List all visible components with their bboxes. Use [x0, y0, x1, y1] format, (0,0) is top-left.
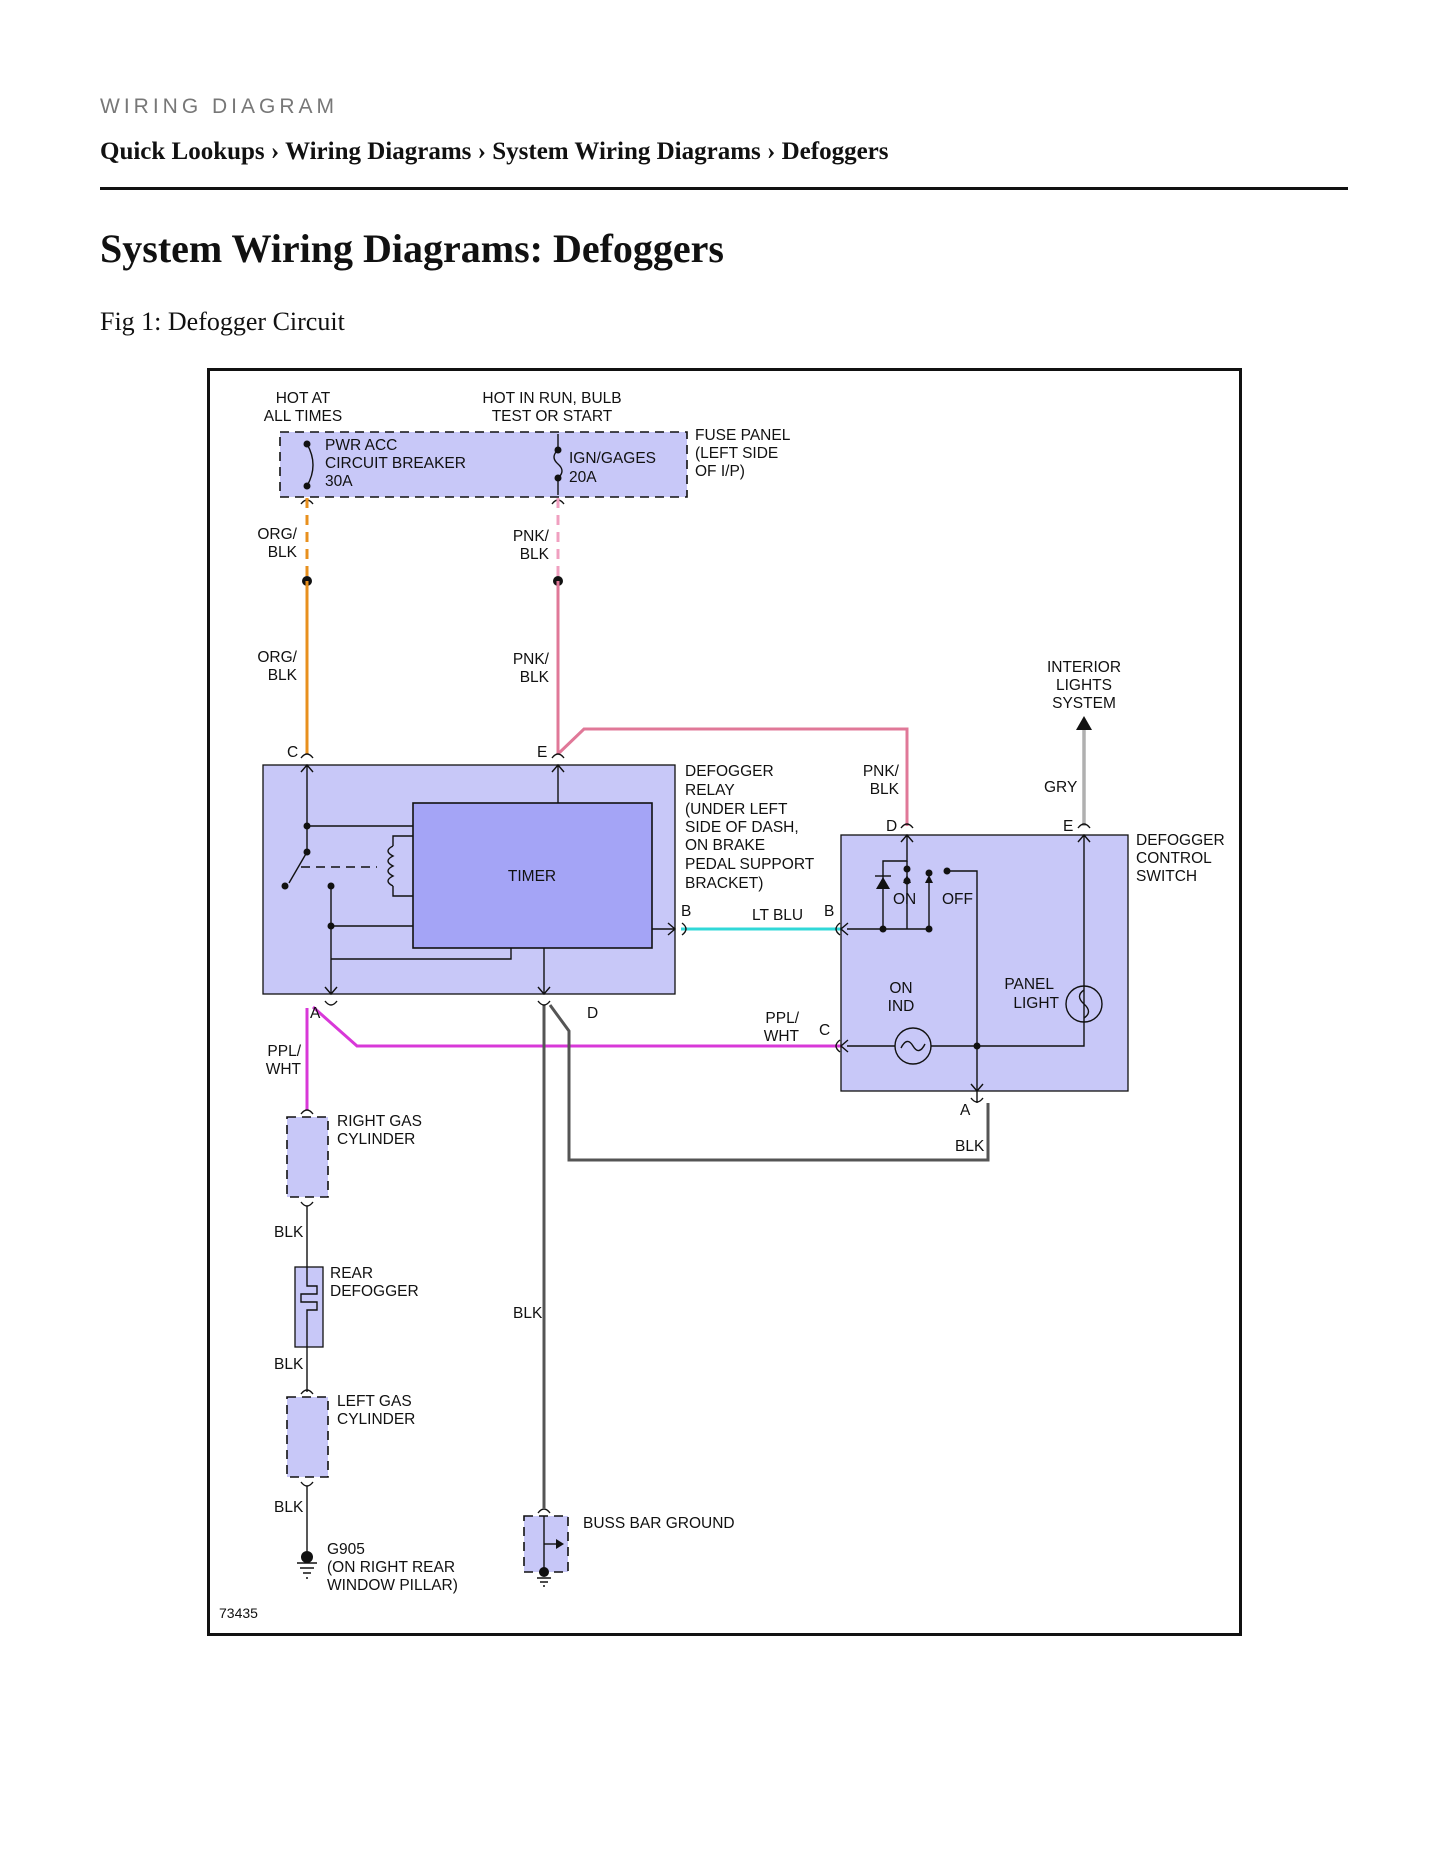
diode-icon [876, 877, 890, 889]
breadcrumb-separator: › [767, 138, 776, 165]
defogger-control-switch [839, 833, 1129, 1103]
switch-pin-c: C [819, 1022, 830, 1039]
breadcrumb-separator: › [477, 138, 486, 165]
right-gas-cylinder [286, 1109, 329, 1207]
buss-bar-ground-label: BUSS BAR GROUND [583, 1515, 735, 1532]
relay-pin-a: A [310, 1005, 321, 1022]
relay-coil-icon [387, 835, 413, 897]
defogger-relay-label: DEFOGGER RELAY (UNDER LEFT SIDE OF DASH,… [685, 763, 818, 892]
figure-number: 73435 [219, 1605, 258, 1621]
switch-off-arrow-icon [925, 875, 933, 883]
breadcrumb: Quick Lookups › Wiring Diagrams › System… [100, 138, 889, 166]
wire-blk-switch-ground [548, 1004, 990, 1162]
fuse-icon [553, 434, 563, 495]
rear-defogger [294, 1266, 324, 1348]
timer-label: TIMER [508, 868, 556, 885]
wire-label-pnk-blk-upper: PNK/BLK [513, 528, 550, 563]
breadcrumb-item-system-wiring-diagrams[interactable]: System Wiring Diagrams [492, 138, 761, 165]
ground-icon [297, 1551, 317, 1579]
wire-label-blk-3: BLK [274, 1499, 304, 1516]
left-gas-cylinder [286, 1389, 329, 1487]
defogger-relay [262, 763, 677, 996]
wire-pnk-blk [553, 498, 909, 826]
wire-label-blk-2: BLK [274, 1356, 304, 1373]
wire-label-ppl-wht-right: PPL/WHT [764, 1010, 800, 1045]
relay-pin-e: E [537, 744, 547, 761]
wire-label-blk-relay: BLK [513, 1305, 543, 1322]
switch-pin-a: A [960, 1102, 971, 1119]
circuit-breaker-icon [303, 440, 314, 490]
breadcrumb-item-defoggers[interactable]: Defoggers [781, 138, 889, 165]
wire-gry [1076, 716, 1092, 826]
buss-bar-ground [523, 1508, 569, 1587]
page-title: System Wiring Diagrams: Defoggers [100, 226, 724, 271]
switch-off-label: OFF [942, 891, 973, 908]
wire-ppl-wht [312, 1005, 847, 1048]
wire-label-gry: GRY [1044, 779, 1077, 796]
panel-light-icon [1065, 985, 1103, 1023]
on-indicator-lamp-icon [894, 1027, 932, 1065]
wire-label-lt-blu: LT BLU [752, 907, 803, 924]
arrow-up-icon [1076, 716, 1092, 730]
page-kicker: WIRING DIAGRAM [100, 95, 338, 118]
breadcrumb-item-wiring-diagrams[interactable]: Wiring Diagrams [285, 138, 472, 165]
wire-label-blk-1: BLK [274, 1224, 304, 1241]
breadcrumb-separator: › [270, 138, 280, 165]
wire-label-ppl-wht-left: PPL/WHT [266, 1043, 302, 1078]
switch-pin-d: D [886, 818, 897, 835]
wire-label-pnk-blk-lower: PNK/BLK [513, 651, 550, 686]
breadcrumb-item-quick-lookups[interactable]: Quick Lookups [100, 138, 265, 165]
fuse-panel [279, 431, 688, 498]
switch-on-arrow-icon [903, 875, 911, 883]
wire-label-org-blk-lower: ORG/BLK [257, 649, 297, 684]
wire-label-blk-switch: BLK [955, 1138, 985, 1155]
relay-pin-b: B [681, 903, 691, 920]
switch-pin-b: B [824, 903, 834, 920]
timer-module [412, 802, 653, 949]
wire-label-org-blk-upper: ORG/BLK [257, 526, 297, 561]
relay-pin-c: C [287, 744, 298, 761]
figure-caption: Fig 1: Defogger Circuit [100, 307, 345, 336]
relay-pin-d: D [587, 1005, 598, 1022]
switch-pin-e: E [1063, 818, 1073, 835]
wire-label-pnk-blk-switch: PNK/BLK [863, 763, 900, 798]
switch-on-label: ON [893, 891, 916, 908]
header-divider [100, 187, 1348, 190]
wire-org-blk [302, 498, 312, 754]
